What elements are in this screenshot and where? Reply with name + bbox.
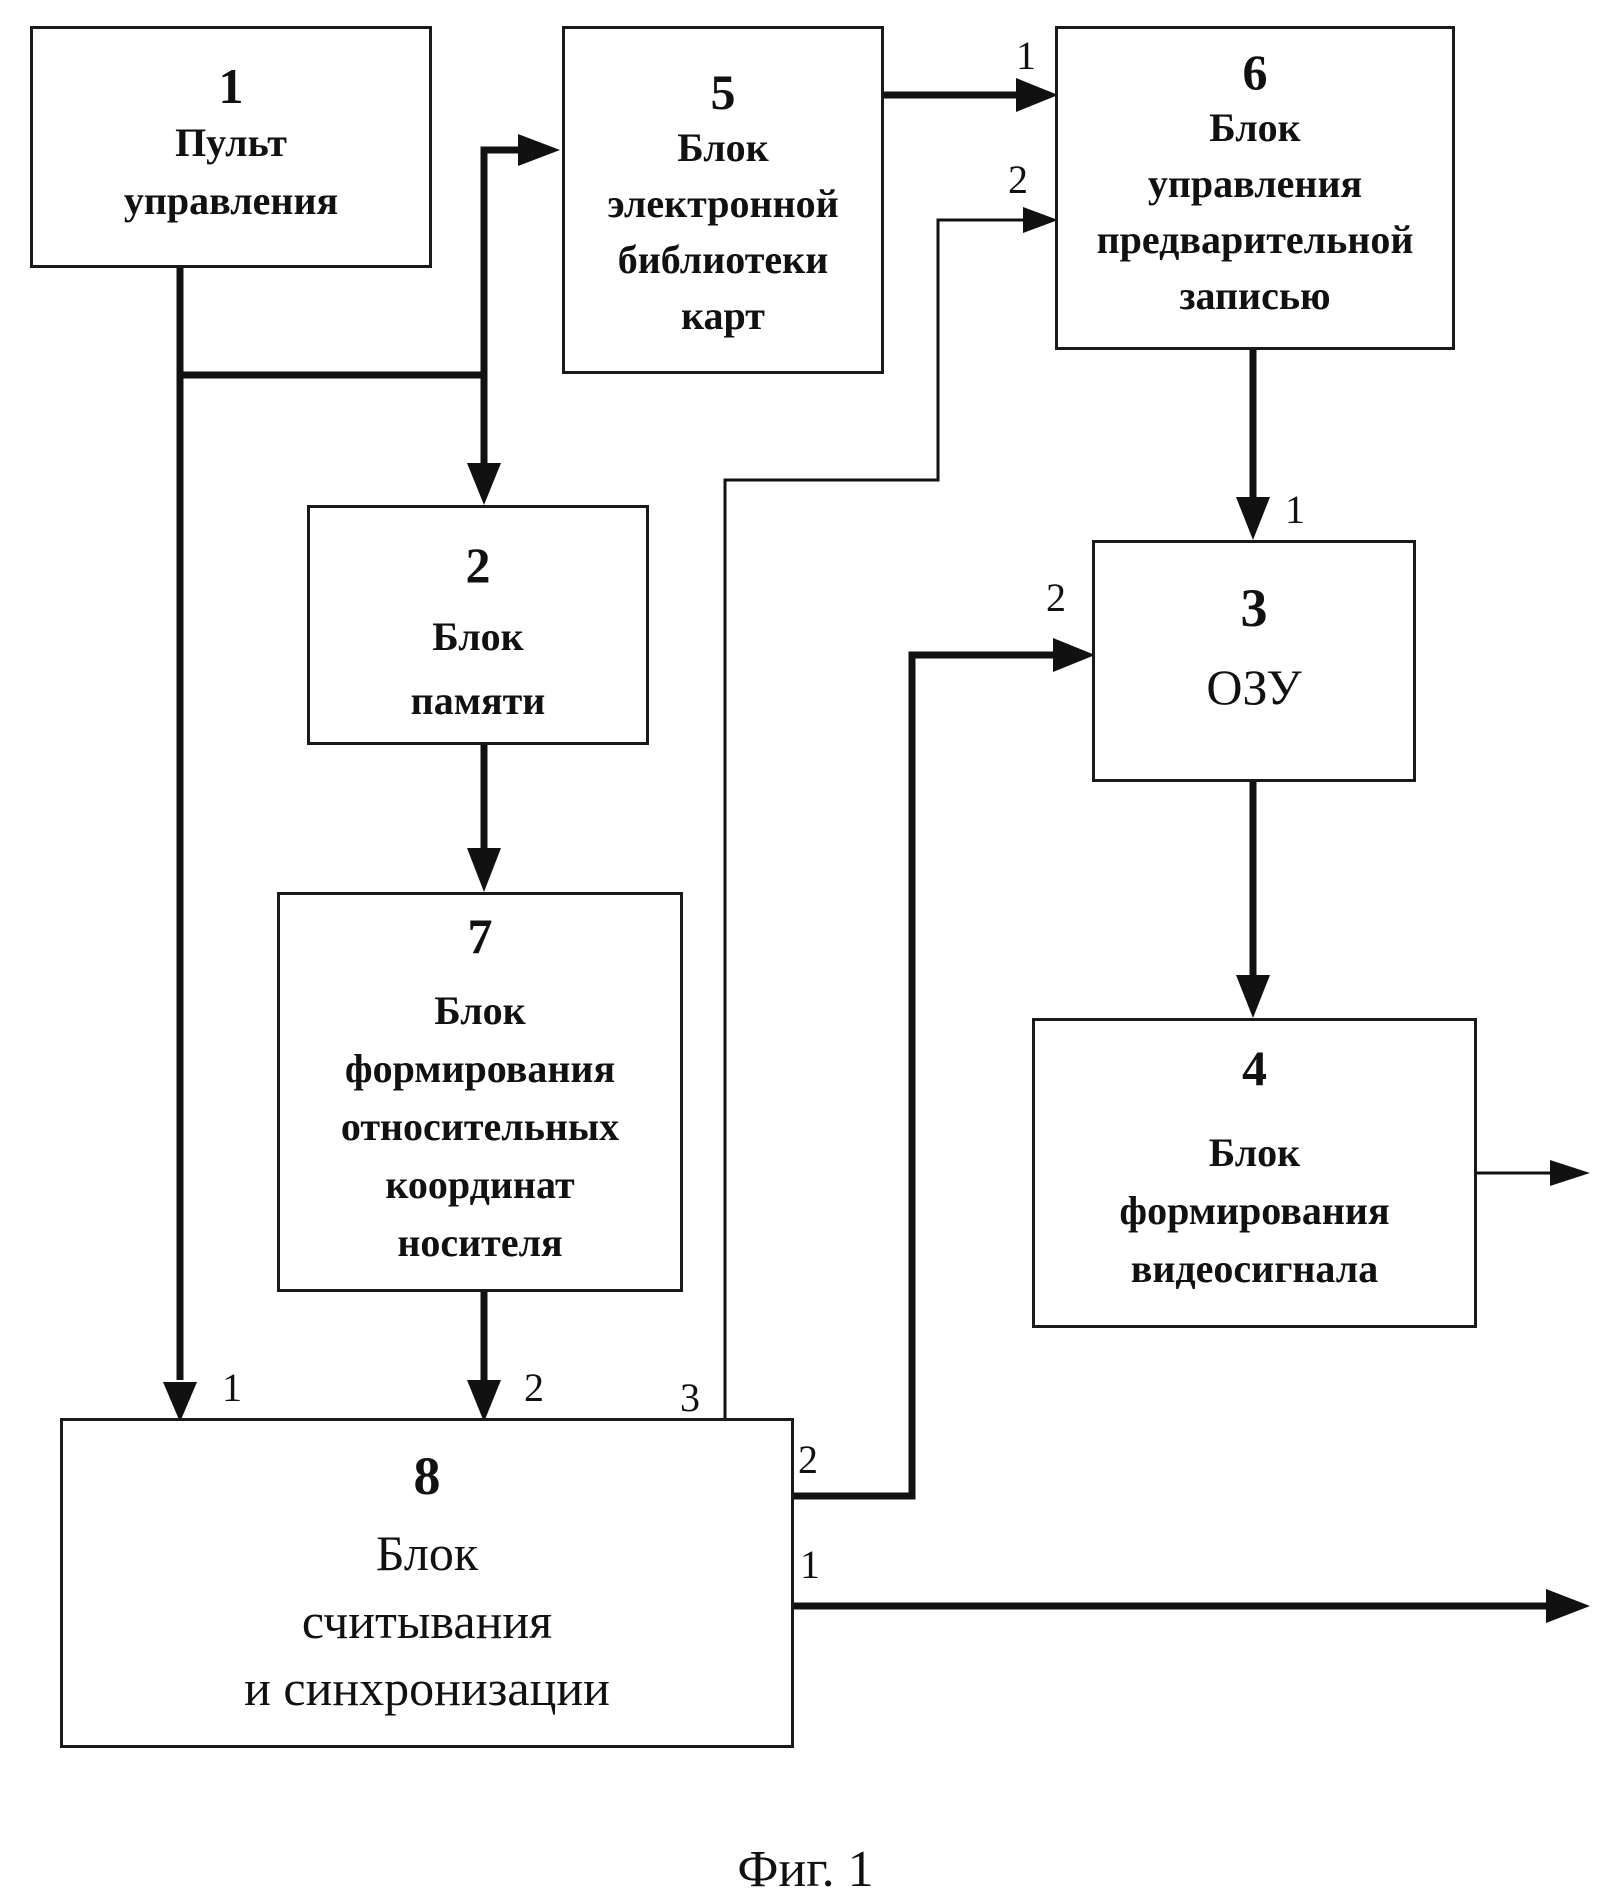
block-4-label: Блок формирования видеосигнала	[1119, 1124, 1389, 1298]
arrowhead-5-in	[518, 134, 560, 166]
port-label-3-in1: 1	[1285, 490, 1305, 530]
block-2-label: Блок памяти	[411, 605, 546, 733]
block-6-prerecord-control: 6 Блок управления предварительной запись…	[1055, 26, 1455, 350]
block-7-relative-coords: 7 Блок формирования относительных коорди…	[277, 892, 683, 1292]
arrowhead-3-in1	[1236, 497, 1270, 540]
block-3-number: 3	[1241, 579, 1268, 638]
block-1-label: Пульт управления	[124, 114, 338, 230]
arrowhead-6-in2	[1023, 207, 1058, 233]
port-label-6-in1: 1	[1016, 36, 1036, 76]
block-3-label: ОЗУ	[1206, 654, 1301, 722]
block-7-number: 7	[468, 909, 493, 964]
block-6-number: 6	[1243, 45, 1268, 100]
port-label-8-out1: 1	[800, 1545, 820, 1585]
block-1-number: 1	[219, 59, 244, 114]
block-8-label: Блок считывания и синхронизации	[244, 1520, 610, 1723]
arrowhead-7-in	[467, 848, 501, 892]
arrowhead-2-in	[467, 463, 501, 505]
block-3-ram: 3 ОЗУ	[1092, 540, 1416, 782]
arrowhead-8-in1	[163, 1382, 197, 1422]
block-5-number: 5	[711, 65, 736, 120]
block-8-number: 8	[414, 1447, 441, 1506]
block-2-memory: 2 Блок памяти	[307, 505, 649, 745]
arrowhead-6-in1	[1016, 78, 1058, 112]
arrowhead-4-out	[1550, 1160, 1590, 1186]
port-label-6-in2: 2	[1008, 160, 1028, 200]
block-6-label: Блок управления предварительной записью	[1097, 100, 1414, 324]
block-4-video-signal: 4 Блок формирования видеосигнала	[1032, 1018, 1477, 1328]
block-4-number: 4	[1242, 1041, 1267, 1096]
block-7-label: Блок формирования относительных координа…	[341, 982, 619, 1272]
figure-caption: Фиг. 1	[0, 1840, 1611, 1899]
port-label-8-out3: 3	[680, 1378, 700, 1418]
port-label-8-out2: 2	[798, 1440, 818, 1480]
block-1-control-panel: 1 Пульт управления	[30, 26, 432, 268]
block-2-number: 2	[466, 538, 491, 593]
arrowhead-3-in2	[1053, 638, 1095, 672]
arrowhead-4-in	[1236, 975, 1270, 1018]
port-label-3-in2: 2	[1046, 578, 1066, 618]
port-label-8-in2: 2	[524, 1368, 544, 1408]
block-5-label: Блок электронной библиотеки карт	[607, 120, 838, 344]
port-label-8-in1: 1	[222, 1368, 242, 1408]
block-5-map-library: 5 Блок электронной библиотеки карт	[562, 26, 884, 374]
link-8-to-3	[794, 655, 1055, 1496]
arrowhead-8-out1	[1546, 1589, 1590, 1623]
arrowhead-8-in2	[467, 1380, 501, 1422]
block-8-readout-sync: 8 Блок считывания и синхронизации	[60, 1418, 794, 1748]
link-1-to-5	[484, 150, 520, 375]
link-8-to-6	[725, 220, 1025, 1418]
